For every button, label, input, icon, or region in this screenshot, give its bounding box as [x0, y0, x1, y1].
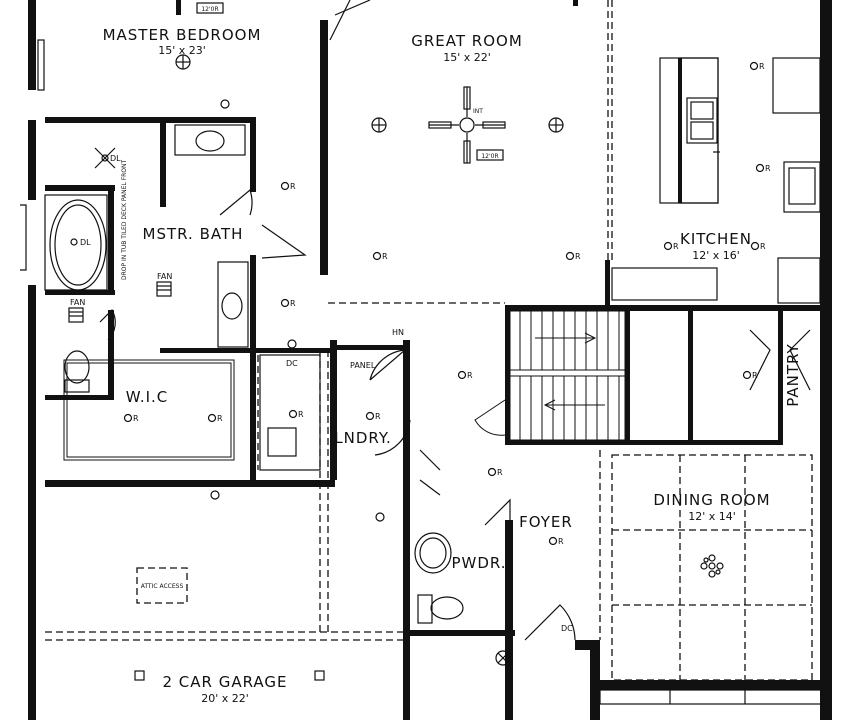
kitchen-label: KITCHEN	[680, 230, 752, 248]
notes: DROP IN TUB TILED DECK PANEL FRONT ATTIC…	[70, 2, 573, 633]
walls	[28, 0, 832, 720]
recessed-light-icon	[372, 251, 382, 261]
recessed-light-label: R	[673, 242, 679, 251]
light-fixture-icons	[70, 54, 564, 681]
recessed-light-label: R	[752, 371, 758, 380]
recessed-light-icon	[548, 536, 558, 546]
recessed-light-label: R	[290, 182, 296, 191]
recessed-light-label: R	[382, 252, 388, 261]
panel-label: PANEL	[350, 361, 376, 370]
room-labels: MASTER BEDROOM 15' x 23' GREAT ROOM 15' …	[103, 26, 802, 705]
ceiling-height-1: 12'0R	[201, 6, 218, 13]
recessed-light-label: R	[759, 62, 765, 71]
laundry-label: LNDRY.	[334, 429, 391, 447]
kitchen-size: 12' x 16'	[692, 249, 740, 262]
recessed-lights: R R R R R R R R R R R R R R R R	[123, 61, 771, 546]
recessed-light-label: R	[497, 468, 503, 477]
stairs	[474, 310, 630, 441]
recessed-light-icon	[280, 298, 290, 308]
recessed-light-label: R	[575, 252, 581, 261]
recessed-light-icon	[565, 251, 575, 261]
fan-label-bath: FAN	[157, 272, 172, 281]
recessed-light-label: R	[558, 537, 564, 546]
recessed-light-icon	[280, 181, 290, 191]
garage-label: 2 CAR GARAGE	[162, 673, 287, 691]
tub-note: DROP IN TUB TILED DECK PANEL FRONT	[121, 159, 128, 280]
recessed-light-icon	[749, 61, 759, 71]
foyer-label: FOYER	[519, 513, 573, 531]
dl-label-1: DL	[110, 154, 121, 163]
fan-label-wc: FAN	[70, 298, 85, 307]
recessed-light-label: R	[133, 414, 139, 423]
recessed-light-label: R	[290, 299, 296, 308]
ceiling-height-2: 12'0R	[481, 153, 498, 160]
recessed-light-label: R	[467, 371, 473, 380]
dc-label-1: DC	[286, 359, 298, 368]
dining-room-label: DINING ROOM	[653, 491, 770, 509]
recessed-light-icon	[457, 370, 467, 380]
wic-label: W.I.C	[126, 388, 169, 406]
recessed-light-icon	[663, 241, 673, 251]
garage-size: 20' x 22'	[201, 692, 249, 705]
recessed-light-icon	[750, 241, 760, 251]
recessed-light-icon	[487, 467, 497, 477]
master-bedroom-size: 15' x 23'	[158, 44, 206, 57]
hn-label: HN	[392, 328, 404, 337]
powder-label: PWDR.	[451, 554, 506, 572]
recessed-light-icon	[123, 413, 133, 423]
pantry-label: PANTRY	[784, 343, 802, 406]
recessed-light-label: R	[298, 410, 304, 419]
dashed-lines	[45, 0, 813, 681]
great-room-size: 15' x 22'	[443, 51, 491, 64]
great-room-label: GREAT ROOM	[411, 32, 523, 50]
powder-fixtures	[259, 354, 464, 624]
doors	[99, 0, 811, 641]
attic-access-label: ATTIC ACCESS	[141, 583, 184, 590]
chandelier-icon	[700, 554, 724, 578]
recessed-light-icon	[755, 163, 765, 173]
int-label: INT	[473, 108, 483, 115]
recessed-light-icon	[742, 370, 752, 380]
fan-icons	[68, 281, 172, 323]
recessed-light-label: R	[217, 414, 223, 423]
kitchen-fixtures	[611, 57, 821, 304]
recessed-light-label: R	[765, 164, 771, 173]
master-bedroom-label: MASTER BEDROOM	[103, 26, 262, 44]
recessed-light-icon	[207, 413, 217, 423]
dc-label-2: DC	[561, 624, 573, 633]
recessed-light-icon	[288, 409, 298, 419]
bath-fixtures	[20, 124, 249, 393]
recessed-light-icon	[365, 411, 375, 421]
windows	[37, 39, 831, 705]
recessed-light-label: R	[375, 412, 381, 421]
dining-room-size: 12' x 14'	[688, 510, 736, 523]
master-bath-label: MSTR. BATH	[143, 225, 244, 243]
recessed-light-label: R	[760, 242, 766, 251]
dl-label-2: DL	[80, 238, 91, 247]
ceiling-fan-icon	[428, 86, 506, 164]
